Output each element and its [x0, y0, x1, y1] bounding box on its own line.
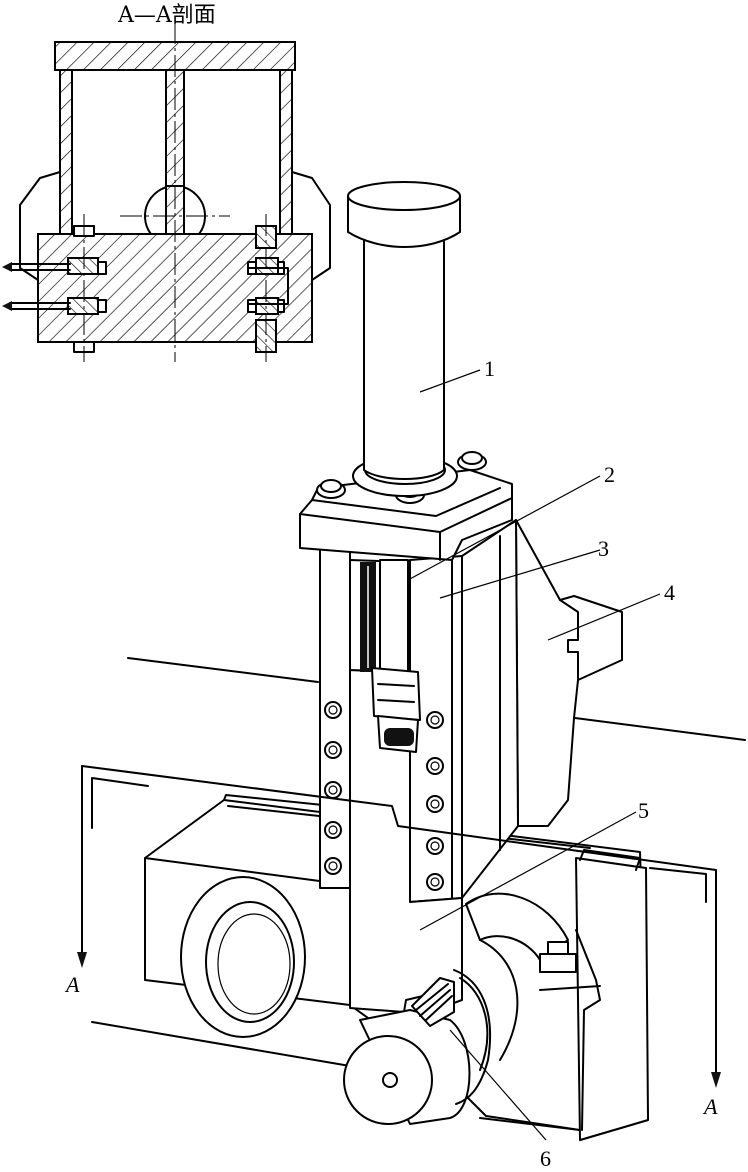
- section-cut-line: [77, 765, 721, 1088]
- bolt-nut: [539, 953, 577, 973]
- section-pin-tip: [2, 301, 12, 311]
- section-nut: [67, 257, 99, 275]
- part-label-6: 6: [540, 1146, 551, 1171]
- chuck: [371, 667, 421, 721]
- section-title: A—A剖面: [117, 3, 216, 28]
- section-view: A—A剖面: [2, 3, 331, 362]
- bolt-head: [547, 941, 569, 955]
- part-label-1: 1: [484, 356, 495, 381]
- frame-bolts: [324, 701, 444, 891]
- section-right-lug: [291, 171, 331, 281]
- section-clip: [247, 267, 289, 305]
- section-pin-tip: [2, 262, 12, 272]
- part2-piston-rod: [379, 559, 409, 673]
- part-label-3: 3: [598, 536, 609, 561]
- part-label-5: 5: [638, 798, 649, 823]
- top-flange: [299, 469, 513, 561]
- leader-lines: [407, 369, 661, 1141]
- section-mark-right: A: [702, 1094, 718, 1119]
- section-mark-left: A: [64, 972, 80, 997]
- part4-bracket: [515, 519, 623, 827]
- right-jaw-block: [575, 857, 649, 1141]
- section-nut: [255, 297, 279, 315]
- section-nut: [255, 257, 279, 275]
- section-nut: [67, 297, 99, 315]
- section-left-wall: [59, 69, 73, 236]
- cradle-arc: [465, 892, 569, 961]
- part1-cylinder: [363, 239, 445, 480]
- bore-inner: [205, 901, 295, 1023]
- part-label-2: 2: [604, 462, 615, 487]
- main-assembly: [77, 181, 746, 1141]
- section-right-wall: [279, 69, 293, 236]
- section-left-lug: [19, 171, 61, 281]
- frame-side: [461, 519, 519, 899]
- part-label-4: 4: [664, 580, 675, 605]
